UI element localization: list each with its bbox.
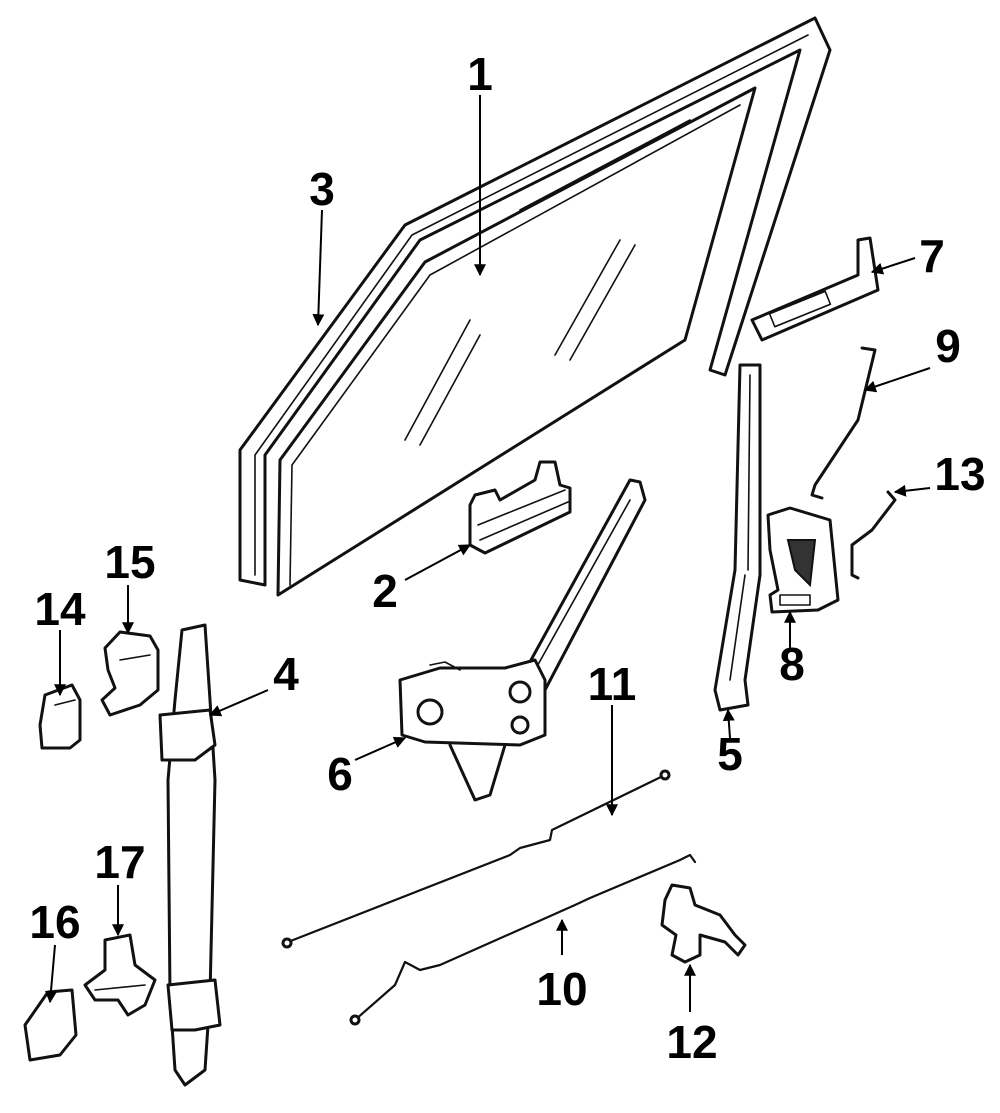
part-1-window-glass xyxy=(276,86,757,597)
callout-5: 5 xyxy=(717,728,743,780)
part-14-bracket xyxy=(38,683,82,750)
callout-9: 9 xyxy=(935,320,961,372)
part-12-lever xyxy=(660,883,747,964)
callout-12: 12 xyxy=(666,1016,717,1068)
part-8-door-latch xyxy=(766,506,840,614)
part-3-door-frame xyxy=(238,16,832,587)
callout-4: 4 xyxy=(273,648,299,700)
part-10-rod xyxy=(349,853,697,1026)
callout-1: 1 xyxy=(467,48,493,100)
callout-7: 7 xyxy=(919,230,945,282)
callout-17: 17 xyxy=(94,836,145,888)
part-15-bracket xyxy=(100,630,160,717)
callout-2: 2 xyxy=(372,565,398,617)
callout-6: 6 xyxy=(327,748,353,800)
part-13-rod xyxy=(850,490,897,580)
callout-15: 15 xyxy=(104,536,155,588)
callout-14: 14 xyxy=(34,583,86,635)
callout-11: 11 xyxy=(588,658,637,710)
part-17-bracket xyxy=(83,933,157,1017)
callout-16: 16 xyxy=(29,896,80,948)
part-9-rod xyxy=(810,346,877,500)
callout-3: 3 xyxy=(309,163,335,215)
part-5-rear-channel xyxy=(713,363,762,712)
part-11-rod xyxy=(281,769,671,949)
part-4-front-channel xyxy=(158,623,222,1087)
callout-8: 8 xyxy=(779,638,805,690)
callout-13: 13 xyxy=(934,448,985,500)
callout-10: 10 xyxy=(536,963,587,1015)
part-6-window-regulator xyxy=(398,478,647,802)
part-2-glass-channel xyxy=(468,460,572,555)
part-7-bracket xyxy=(750,236,880,342)
